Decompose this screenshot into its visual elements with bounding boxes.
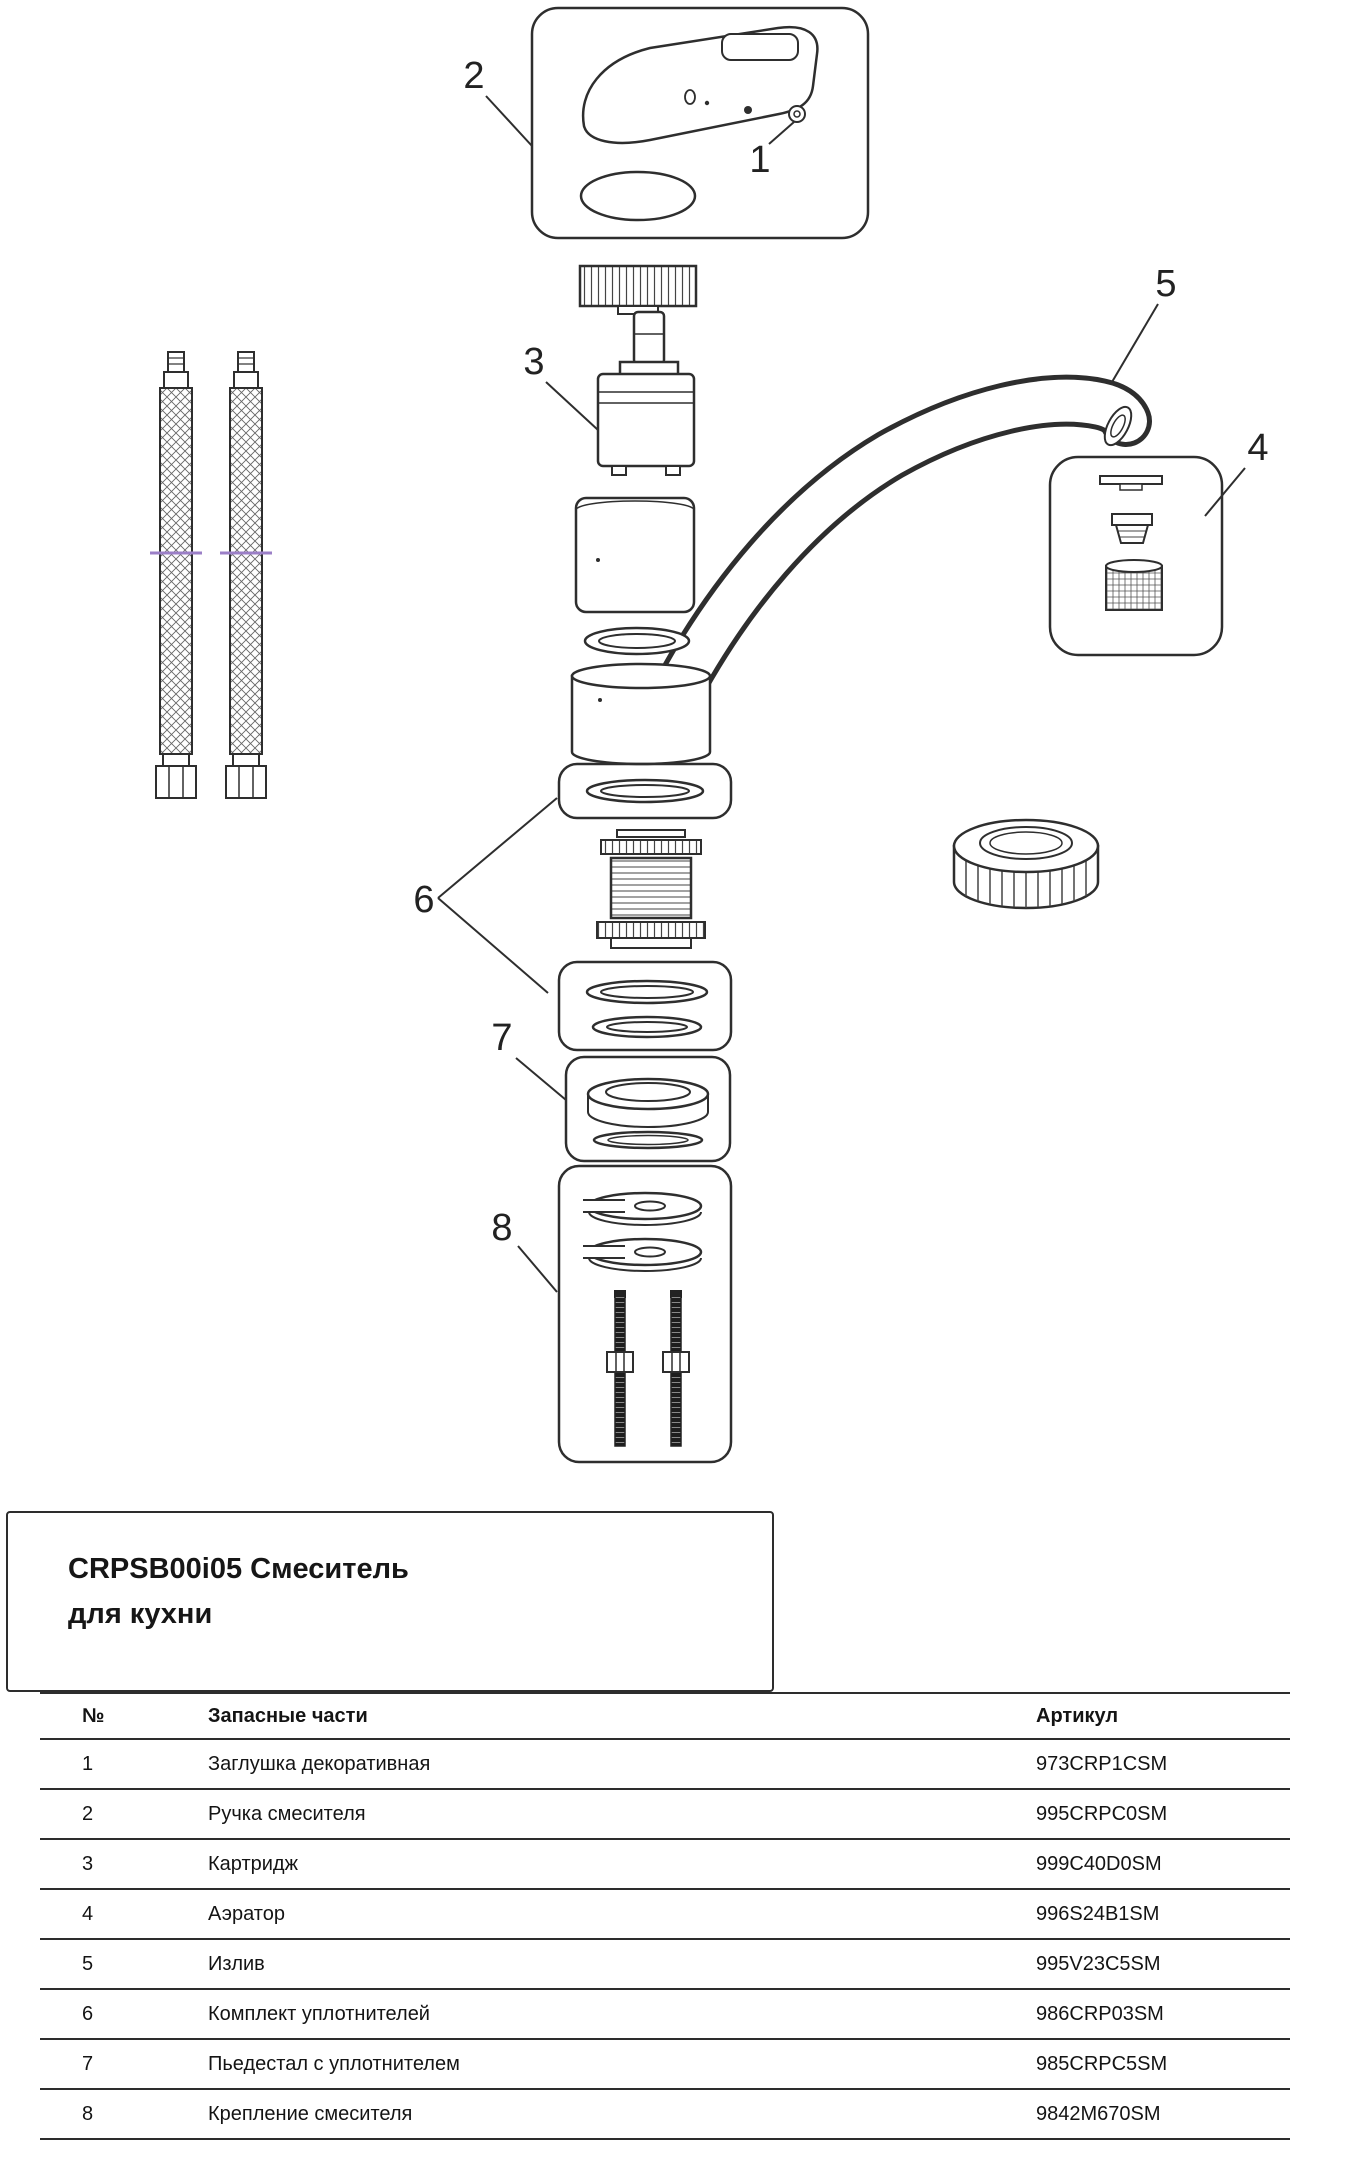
flex-hose-left bbox=[150, 351, 202, 799]
table-row: 3 Картридж 999C40D0SM bbox=[40, 1840, 1290, 1890]
callout-3: 3 bbox=[523, 341, 544, 383]
cell-num: 6 bbox=[82, 2002, 94, 2025]
cell-sku: 995CRPC0SM bbox=[1036, 1802, 1168, 1825]
table-row: 6 Комплект уплотнителей 986CRP03SM bbox=[40, 1990, 1290, 2040]
cell-name: Пьедестал с уплотнителем bbox=[208, 2052, 460, 2075]
cell-num: 5 bbox=[82, 1952, 94, 1975]
cell-num: 7 bbox=[82, 2052, 94, 2075]
cell-sku: 999C40D0SM bbox=[1036, 1852, 1162, 1875]
col-header-num: № bbox=[82, 1704, 105, 1727]
cell-name: Крепление смесителя bbox=[208, 2102, 413, 2125]
cell-sku: 986CRP03SM bbox=[1036, 2002, 1164, 2025]
cell-num: 8 bbox=[82, 2102, 94, 2125]
cell-name: Ручка смесителя bbox=[208, 1802, 366, 1825]
product-title-line1: CRPSB00i05 Смеситель bbox=[68, 1553, 409, 1585]
cell-sku: 9842M670SM bbox=[1036, 2102, 1161, 2125]
body-sleeve bbox=[574, 496, 696, 614]
cell-num: 1 bbox=[82, 1752, 94, 1775]
cell-name: Заглушка декоративная bbox=[208, 1752, 431, 1775]
mounting-kit bbox=[557, 1164, 733, 1464]
cell-sku: 973CRP1CSM bbox=[1036, 1752, 1168, 1775]
product-title-line2: для кухни bbox=[68, 1597, 213, 1630]
decorative-plug bbox=[744, 105, 806, 123]
callout-8: 8 bbox=[491, 1207, 512, 1249]
aerator-group bbox=[1048, 455, 1224, 657]
exploded-diagram: 1 2 3 4 5 6 7 8 bbox=[150, 6, 1269, 1464]
cartridge bbox=[596, 310, 696, 476]
handle-group-box bbox=[530, 6, 870, 240]
cell-name: Картридж bbox=[208, 1852, 298, 1875]
cell-name: Излив bbox=[208, 1952, 265, 1975]
callout-4: 4 bbox=[1247, 427, 1268, 469]
callout-6: 6 bbox=[413, 879, 434, 921]
col-header-name: Запасные части bbox=[208, 1704, 368, 1727]
cell-sku: 995V23C5SM bbox=[1036, 1952, 1161, 1975]
seals-kit bbox=[557, 762, 733, 1052]
retaining-nut bbox=[578, 264, 698, 315]
cell-sku: 985CRPC5SM bbox=[1036, 2052, 1168, 2075]
table-header-row: № Запасные части Артикул bbox=[40, 1692, 1290, 1740]
handle bbox=[579, 25, 819, 222]
flex-hose-right bbox=[220, 351, 272, 799]
spout bbox=[639, 374, 1152, 741]
pedestal-group bbox=[564, 1055, 732, 1163]
callout-2: 2 bbox=[463, 55, 484, 97]
faucet-body-base bbox=[570, 662, 712, 766]
col-header-sku: Артикул bbox=[1036, 1704, 1119, 1727]
parts-table: № Запасные части Артикул 1 Заглушка деко… bbox=[40, 1692, 1290, 2140]
mounting-nut bbox=[952, 818, 1100, 910]
product-title-box: CRPSB00i05 Смеситель для кухни bbox=[6, 1511, 774, 1692]
cell-sku: 996S24B1SM bbox=[1036, 1902, 1160, 1925]
table-row: 5 Излив 995V23C5SM bbox=[40, 1940, 1290, 1990]
table-row: 1 Заглушка декоративная 973CRP1CSM bbox=[40, 1740, 1290, 1790]
cell-name: Комплект уплотнителей bbox=[208, 2002, 430, 2025]
leader-lines bbox=[437, 95, 1246, 1293]
table-row: 7 Пьедестал с уплотнителем 985CRPC5SM bbox=[40, 2040, 1290, 2090]
callout-7: 7 bbox=[491, 1017, 512, 1059]
callout-5: 5 bbox=[1155, 263, 1176, 305]
table-row: 2 Ручка смесителя 995CRPC0SM bbox=[40, 1790, 1290, 1840]
callout-1: 1 bbox=[749, 139, 770, 181]
cell-name: Аэратор bbox=[208, 1902, 285, 1925]
cell-num: 4 bbox=[82, 1902, 94, 1925]
cell-num: 2 bbox=[82, 1802, 94, 1825]
o-ring bbox=[583, 626, 691, 656]
table-row: 8 Крепление смесителя 9842M670SM bbox=[40, 2090, 1290, 2140]
table-row: 4 Аэратор 996S24B1SM bbox=[40, 1890, 1290, 1940]
cell-num: 3 bbox=[82, 1852, 94, 1875]
